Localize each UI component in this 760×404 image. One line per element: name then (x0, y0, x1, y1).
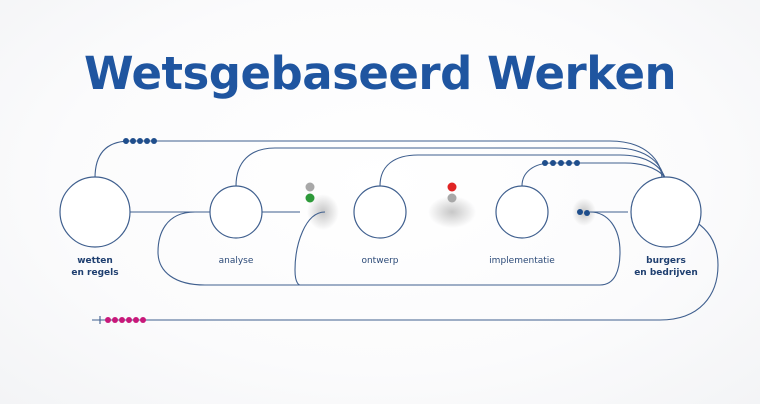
signal-light-red (447, 182, 457, 192)
token-dot (558, 160, 564, 166)
token-group-top-right (542, 160, 580, 166)
flow-wetten-to-burgers-top (94, 140, 663, 181)
token-dot (550, 160, 556, 166)
token-dot (126, 317, 132, 323)
token-dot (577, 209, 583, 215)
token-group-implementatie (577, 209, 590, 216)
loop-analyse (157, 211, 300, 286)
token-dot (130, 138, 136, 144)
signal-light-grey (447, 193, 457, 203)
flow-analyse-to-burgers (235, 147, 665, 187)
token-dot (112, 317, 118, 323)
signal-light-grey (305, 182, 315, 192)
signal-ontwerp-implementatie (447, 182, 457, 203)
flow-return-bottom (92, 221, 719, 321)
token-dot (105, 317, 111, 323)
loop-implementatie (205, 211, 621, 286)
node-analyse[interactable] (209, 185, 263, 239)
token-dot (566, 160, 572, 166)
label-analyse: analyse (219, 256, 254, 266)
label-implementatie: implementatie (489, 256, 555, 266)
token-dot (584, 210, 590, 216)
token-dot (123, 138, 129, 144)
token-dot (137, 138, 143, 144)
shadow-ontwerp-right (428, 196, 476, 228)
node-implementatie[interactable] (495, 185, 549, 239)
label-burgers-line2: en bedrijven (634, 268, 698, 278)
node-wetten-en-regels[interactable] (59, 176, 131, 248)
node-burgers-en-bedrijven[interactable] (630, 176, 702, 248)
token-dot (151, 138, 157, 144)
token-dot (144, 138, 150, 144)
token-dot (119, 317, 125, 323)
token-dot (542, 160, 548, 166)
shadow-implementatie-right (572, 198, 596, 226)
label-ontwerp: ontwerp (361, 256, 398, 266)
label-wetten-line1: wetten (77, 256, 113, 266)
token-dot (133, 317, 139, 323)
node-ontwerp[interactable] (353, 185, 407, 239)
flow-implementatie-to-burgers (521, 162, 669, 187)
signal-light-green (305, 193, 315, 203)
token-dot (574, 160, 580, 166)
token-group-top-left (123, 138, 157, 144)
token-dot (140, 317, 146, 323)
label-wetten-line2: en regels (71, 268, 118, 278)
signal-analyse-ontwerp (305, 182, 315, 203)
diagram-title: Wetsgebaseerd Werken (83, 47, 677, 100)
flow-ontwerp-to-burgers (379, 154, 667, 187)
token-group-bottom (105, 317, 146, 323)
label-burgers-line1: burgers (646, 256, 686, 266)
